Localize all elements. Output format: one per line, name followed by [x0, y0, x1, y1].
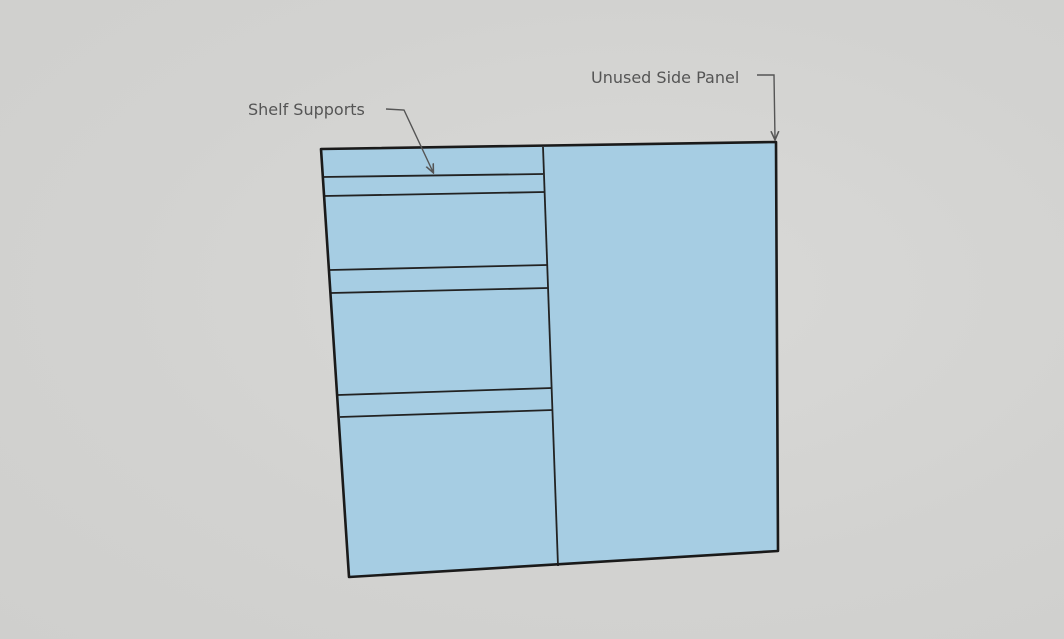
shelf-support-2	[329, 264, 549, 294]
panel-fill	[321, 142, 778, 577]
unused-side-panel-leader	[757, 74, 775, 139]
panel-outline	[319, 140, 780, 579]
callout-unused-side-panel: Unused Side Panel	[591, 68, 775, 139]
shelf-supports-label: Shelf Supports	[248, 100, 365, 119]
shelf-support-3	[337, 387, 554, 418]
callout-shelf-supports: Shelf Supports	[248, 100, 433, 172]
section-divider	[542, 146, 559, 567]
shelf-supports-leader	[385, 108, 433, 172]
shelf-support-1	[321, 173, 546, 197]
unused-side-panel-label: Unused Side Panel	[591, 68, 739, 87]
